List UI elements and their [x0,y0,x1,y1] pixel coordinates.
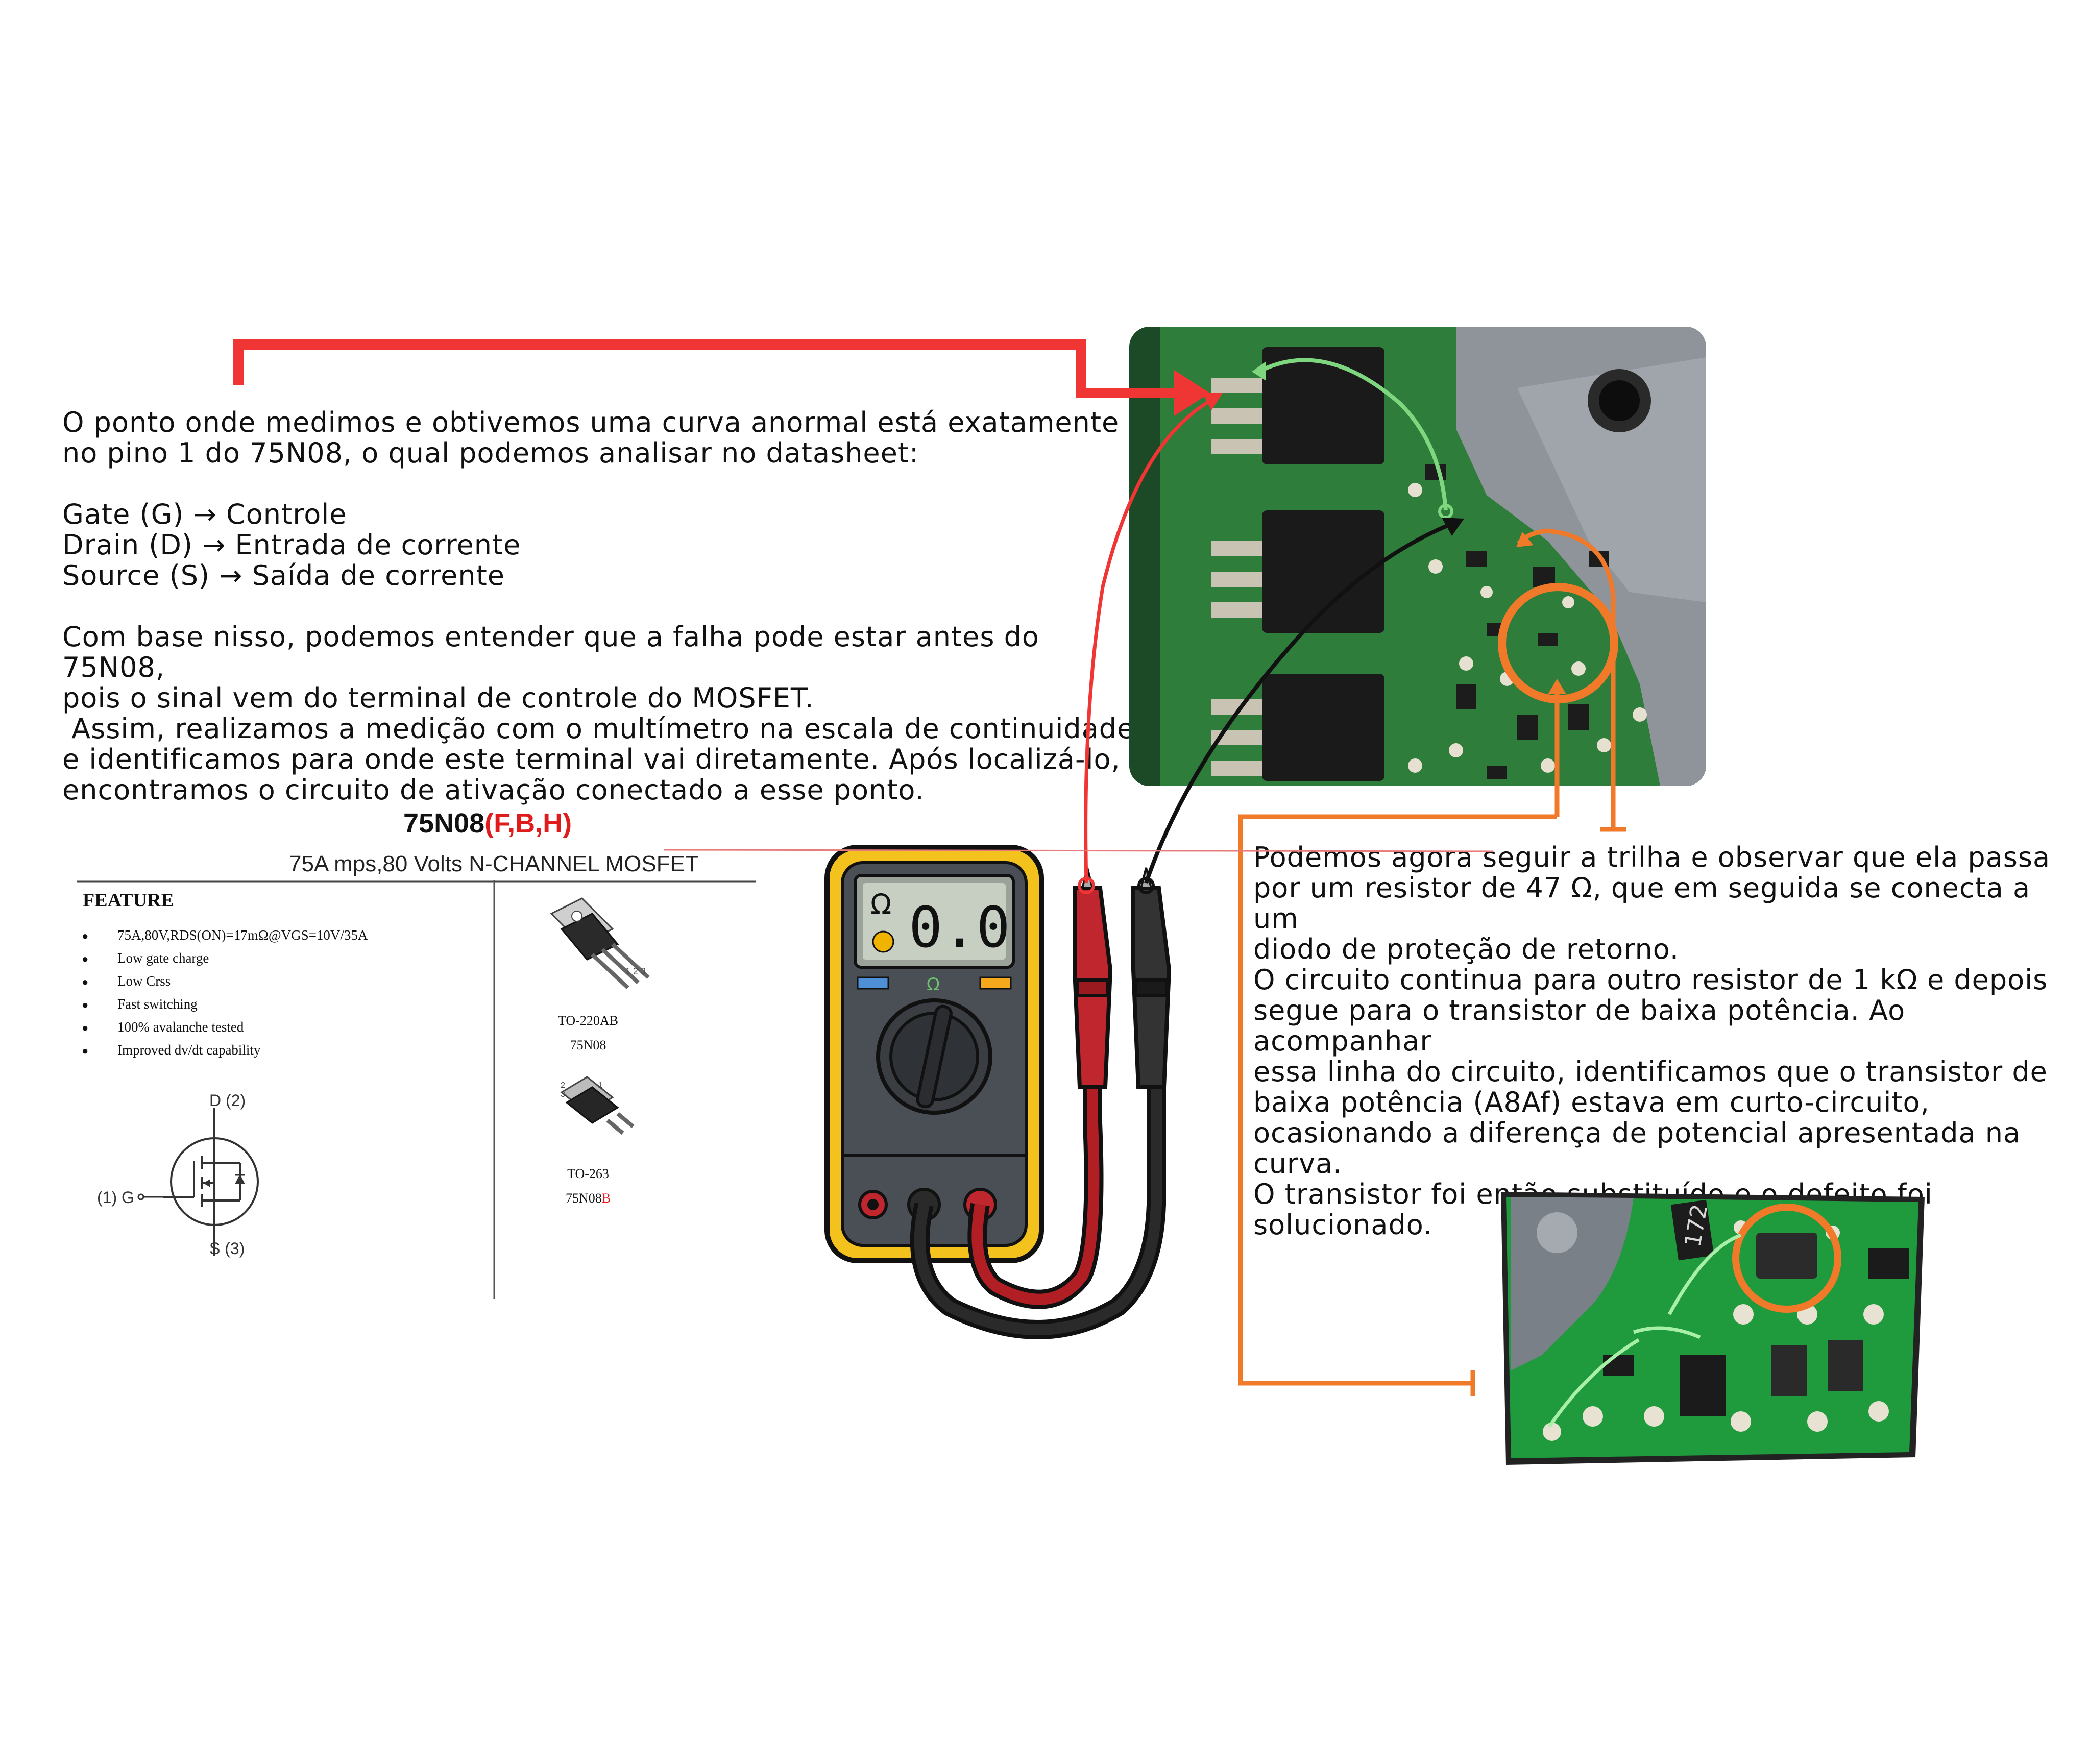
datasheet-subtitle: 75A mps,80 Volts N-CHANNEL MOSFET [289,851,699,876]
left-line: Source (S) → Saída de corrente [62,559,505,592]
left-line: no pino 1 do 75N08, o qual podemos anali… [62,437,919,469]
mosfet-symbol-icon [137,1108,259,1256]
right-line: ocasionando a diferença de potencial apr… [1253,1117,2021,1149]
left-line: O ponto onde medimos e obtivemos uma cur… [62,406,1120,438]
right-line: O circuito continua para outro resistor … [1253,964,2048,996]
right-line: Podemos agora seguir a trilha e observar… [1253,841,2051,873]
right-line: essa linha do circuito, identificamos qu… [1253,1056,2048,1088]
part-number: 75N08 [403,808,485,839]
feature-item: Low Crss [82,970,368,993]
lcd-unit-symbol: Ω [870,888,891,920]
left-line: Assim, realizamos a medição com o multím… [62,713,1135,745]
left-line: Drain (D) → Entrada de corrente [62,529,521,561]
feature-item: Low gate charge [82,947,368,970]
pcb-photo-bottom: 172 [1501,1187,1925,1465]
lcd-display-value: 0.0 [909,895,1010,960]
left-line: pois o sinal vem do terminal de controle… [62,682,814,714]
red-probe [1073,867,1113,1089]
to220-package-icon [550,897,650,989]
left-line: encontramos o circuito de ativação conec… [62,774,925,806]
pin-source-label: S (3) [209,1239,245,1258]
buzzer-icon [872,930,894,953]
right-line: segue para o transistor de baixa potênci… [1253,994,1915,1057]
package-2-part-base: 75N08 [565,1191,602,1206]
pin-gate-label: (1) G [97,1188,134,1207]
pin-numbers-2: 2 1 3 [561,1081,618,1099]
right-line: curva. [1253,1147,1343,1180]
feature-item: Improved dv/dt capability [82,1039,368,1062]
feature-item: 100% avalanche tested [82,1016,368,1039]
feature-list: 75A,80V,RDS(ON)=17mΩ@VGS=10V/35ALow gate… [82,924,368,1062]
package-2-part: 75N08B [537,1191,639,1206]
feature-heading: FEATURE [83,890,174,911]
feature-item: Fast switching [82,993,368,1016]
dial-ohm-symbol: Ω [927,974,940,995]
multimeter: Ω 0.0 Ω [822,842,1047,1266]
left-line: Gate (G) → Controle [62,498,347,530]
feature-item: 75A,80V,RDS(ON)=17mΩ@VGS=10V/35A [82,924,368,947]
pcb-photo-top [1129,327,1706,786]
black-probe [1131,867,1172,1089]
datasheet-frame [77,880,756,1299]
right-explanation-text: Podemos agora seguir a trilha e observar… [1253,842,2070,1240]
package-2-part-suffix: B [601,1191,611,1206]
left-explanation-text: O ponto onde medimos e obtivemos uma cur… [62,407,1145,805]
left-line: Com base nisso, podemos entender que a f… [62,621,1049,683]
to263-package-icon [560,1076,635,1135]
left-line: e identificamos para onde este terminal … [62,743,1121,775]
right-line: baixa potência (A8Af) estava em curto-ci… [1253,1086,1930,1118]
package-2-name: TO-263 [567,1166,609,1181]
pin-drain-label: D (2) [209,1091,246,1110]
part-suffix: (F,B,H) [484,808,572,839]
right-line: solucionado. [1253,1209,1432,1241]
package-1-part: 75N08 [570,1038,606,1052]
datasheet-title: 75N08(F,B,H) [403,807,572,839]
right-line: diodo de proteção de retorno. [1253,933,1680,965]
right-line: por um resistor de 47 Ω, que em seguida … [1253,872,2040,935]
package-1-name: TO-220AB [558,1013,618,1028]
pin-numbers-1: 1 2 3 [625,966,646,976]
